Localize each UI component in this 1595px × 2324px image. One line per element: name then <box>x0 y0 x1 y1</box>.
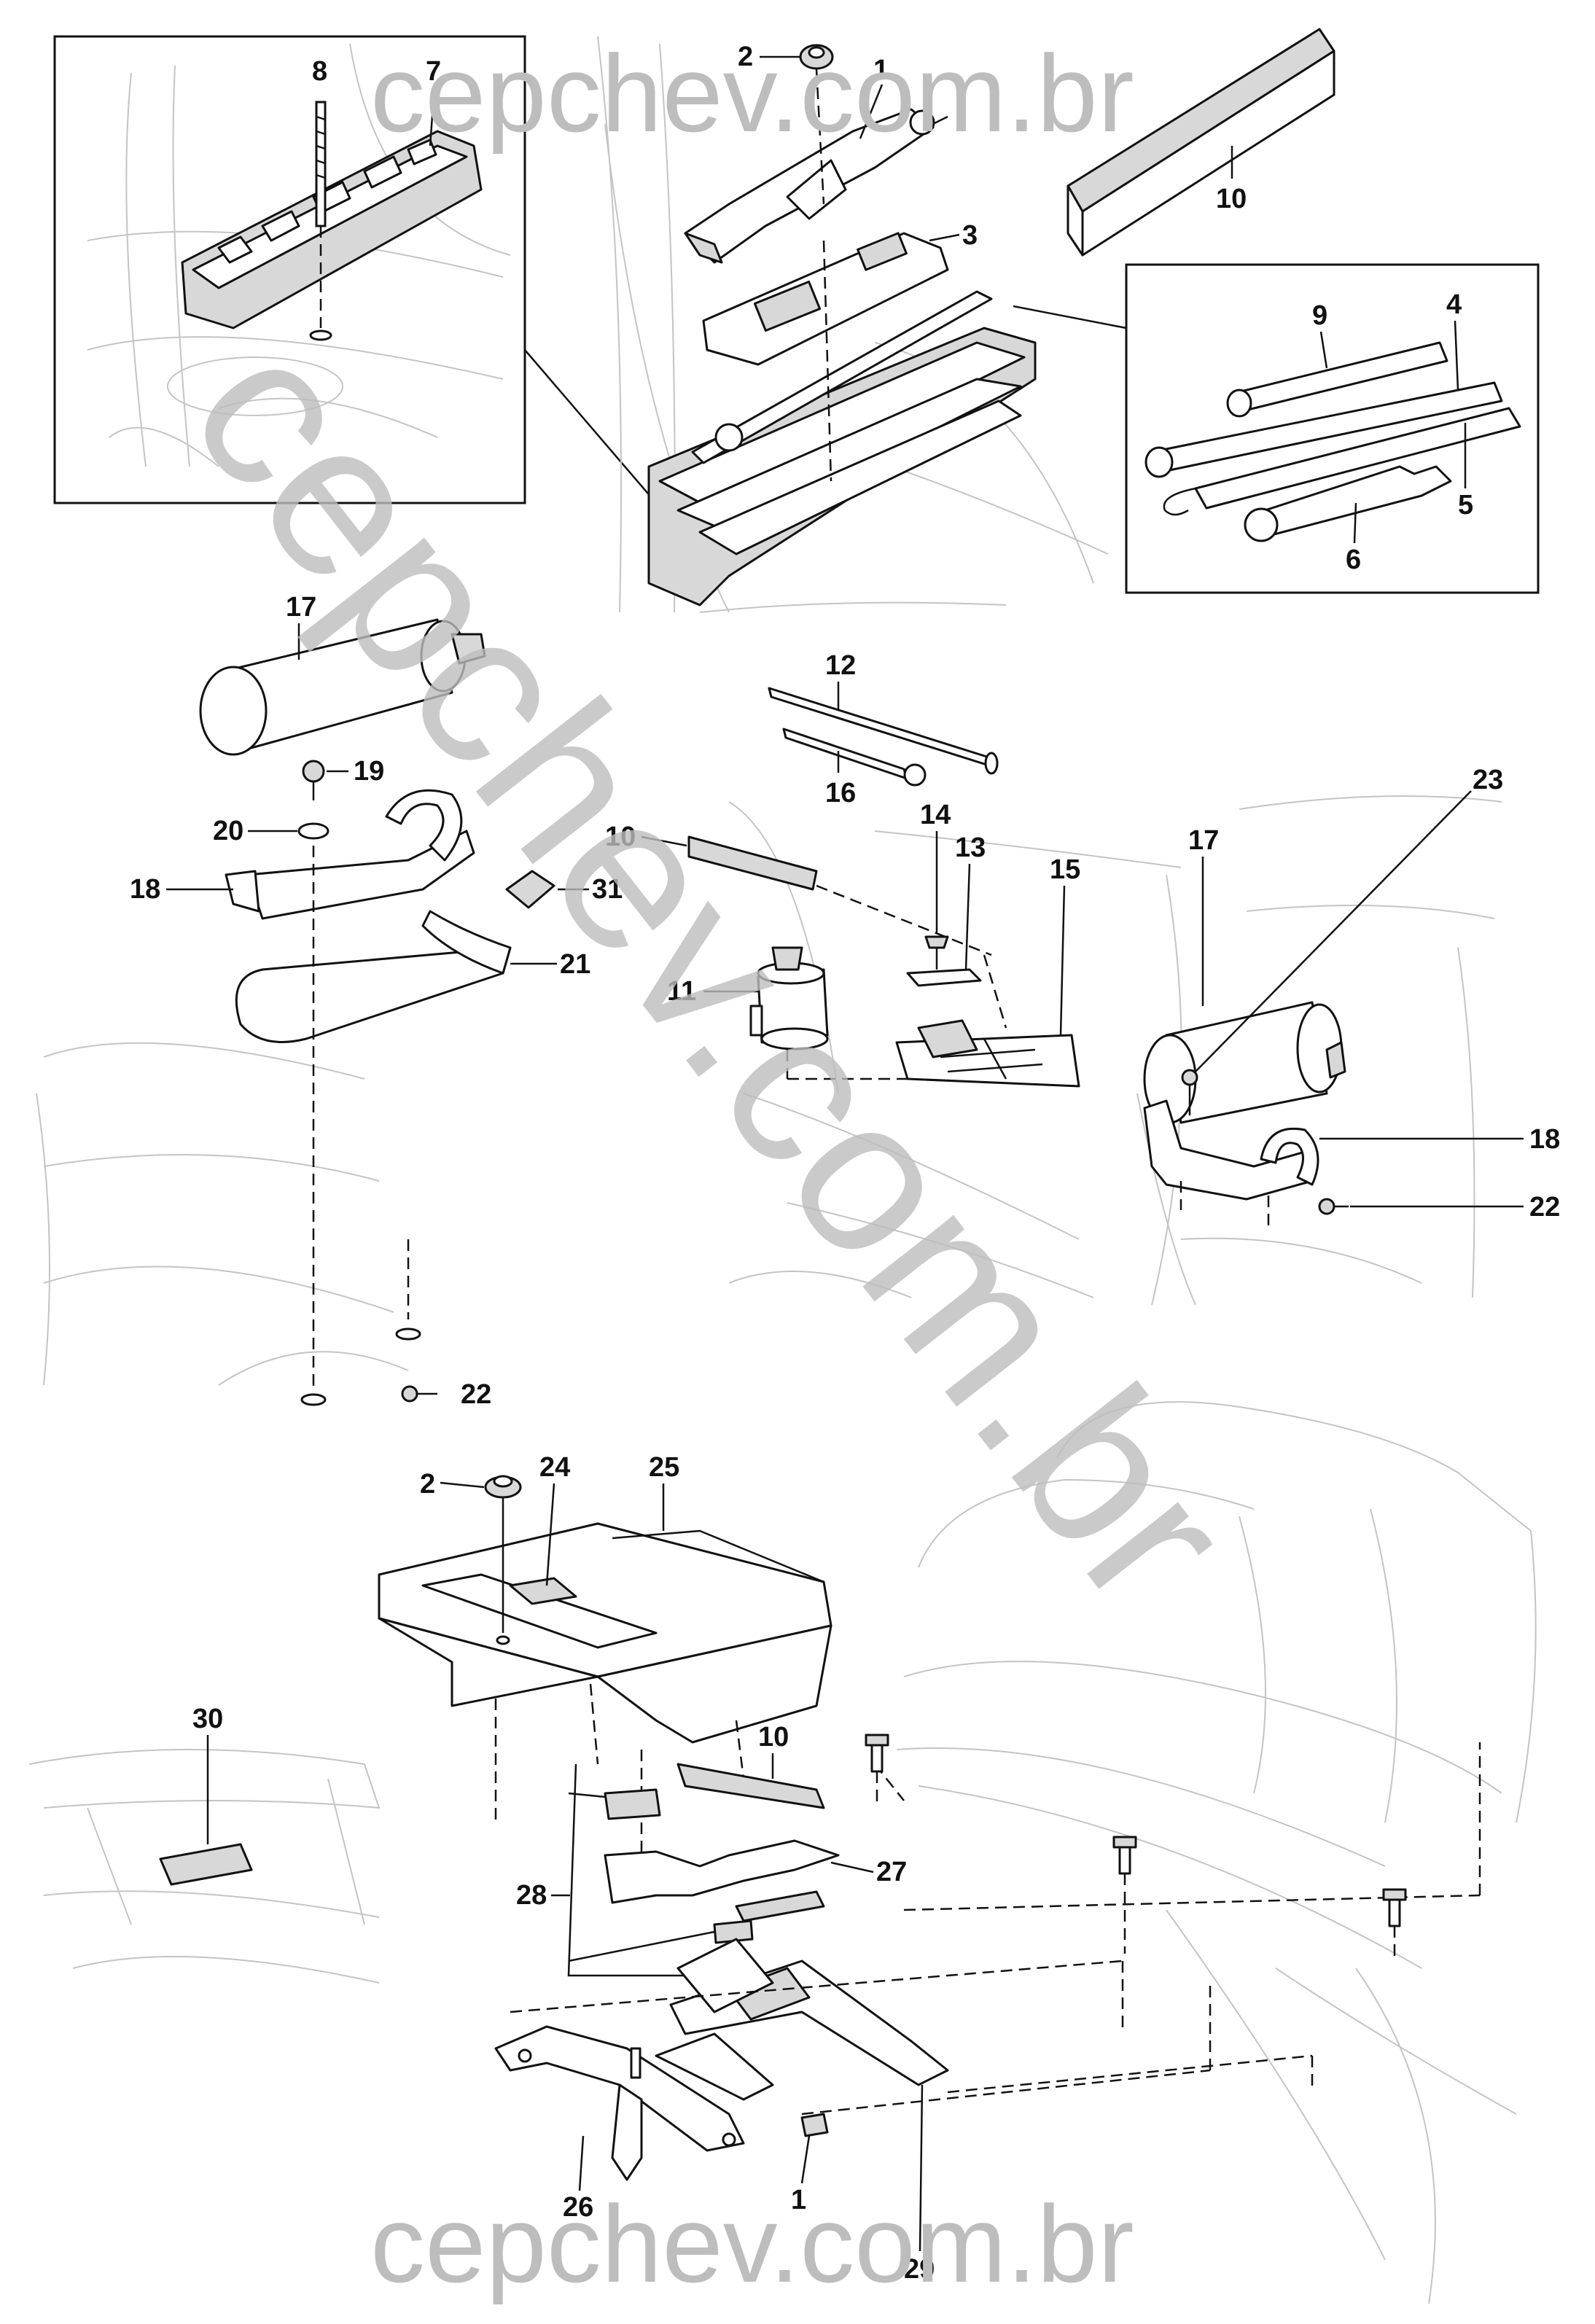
callout-6: 6 <box>1346 545 1361 575</box>
callout-15: 15 <box>1050 854 1080 885</box>
callout-20: 20 <box>213 816 243 846</box>
callout-29: 29 <box>904 2254 935 2285</box>
center-tools-group: 12 16 10 14 13 11 15 <box>605 650 1182 1306</box>
callout-1-bottom: 1 <box>791 2185 806 2215</box>
fire-extinguisher-left: 17 19 20 18 31 21 22 <box>36 592 623 1410</box>
callout-3: 3 <box>962 220 978 251</box>
callout-7: 7 <box>426 56 441 87</box>
callout-19: 19 <box>354 756 384 787</box>
callout-22-right: 22 <box>1529 1192 1560 1223</box>
watermark-bottom: cepchev.com.br <box>370 2183 1134 2305</box>
callout-28: 28 <box>516 1880 547 1911</box>
callout-17-left: 17 <box>286 592 316 623</box>
rear-seat-storage: 30 25 24 2 10 27 <box>28 1401 1537 2304</box>
callout-8: 8 <box>312 56 327 87</box>
callout-30: 30 <box>192 1704 223 1734</box>
callout-9: 9 <box>1312 300 1327 331</box>
callout-26: 26 <box>563 2192 593 2223</box>
callout-4: 4 <box>1446 289 1462 320</box>
callout-25: 25 <box>649 1452 679 1483</box>
callout-18-right: 18 <box>1529 1124 1560 1155</box>
callout-14: 14 <box>920 800 951 830</box>
callout-5: 5 <box>1458 490 1473 520</box>
callout-2: 2 <box>738 42 753 72</box>
callout-23: 23 <box>1473 765 1503 795</box>
callout-12: 12 <box>825 650 856 681</box>
callout-13: 13 <box>955 832 986 863</box>
callout-1: 1 <box>873 55 889 85</box>
callout-10-mid: 10 <box>605 822 636 852</box>
callout-31: 31 <box>592 874 623 905</box>
callout-16: 16 <box>825 778 856 808</box>
inset-tools: 9 4 5 6 <box>1125 263 1540 594</box>
callout-21: 21 <box>560 949 590 980</box>
callout-24: 24 <box>539 1452 570 1483</box>
callout-22-left: 22 <box>461 1379 491 1410</box>
jack-and-tray-assembly: 2 1 3 <box>597 36 1127 613</box>
callout-2-bottom: 2 <box>420 1469 435 1500</box>
callout-10-bottom: 10 <box>758 1722 789 1752</box>
warning-triangle-case: 10 <box>1066 28 1335 257</box>
inset-tool-tray: 8 7 <box>53 35 526 504</box>
callout-17-right: 17 <box>1188 825 1219 856</box>
callout-11: 11 <box>667 976 696 1007</box>
callout-10-top: 10 <box>1216 184 1247 214</box>
callout-27: 27 <box>876 1857 907 1887</box>
fire-extinguisher-right: 17 23 18 22 <box>1136 765 1560 1306</box>
watermark-top: cepchev.com.br <box>370 32 1134 155</box>
callout-18-left: 18 <box>130 874 160 905</box>
